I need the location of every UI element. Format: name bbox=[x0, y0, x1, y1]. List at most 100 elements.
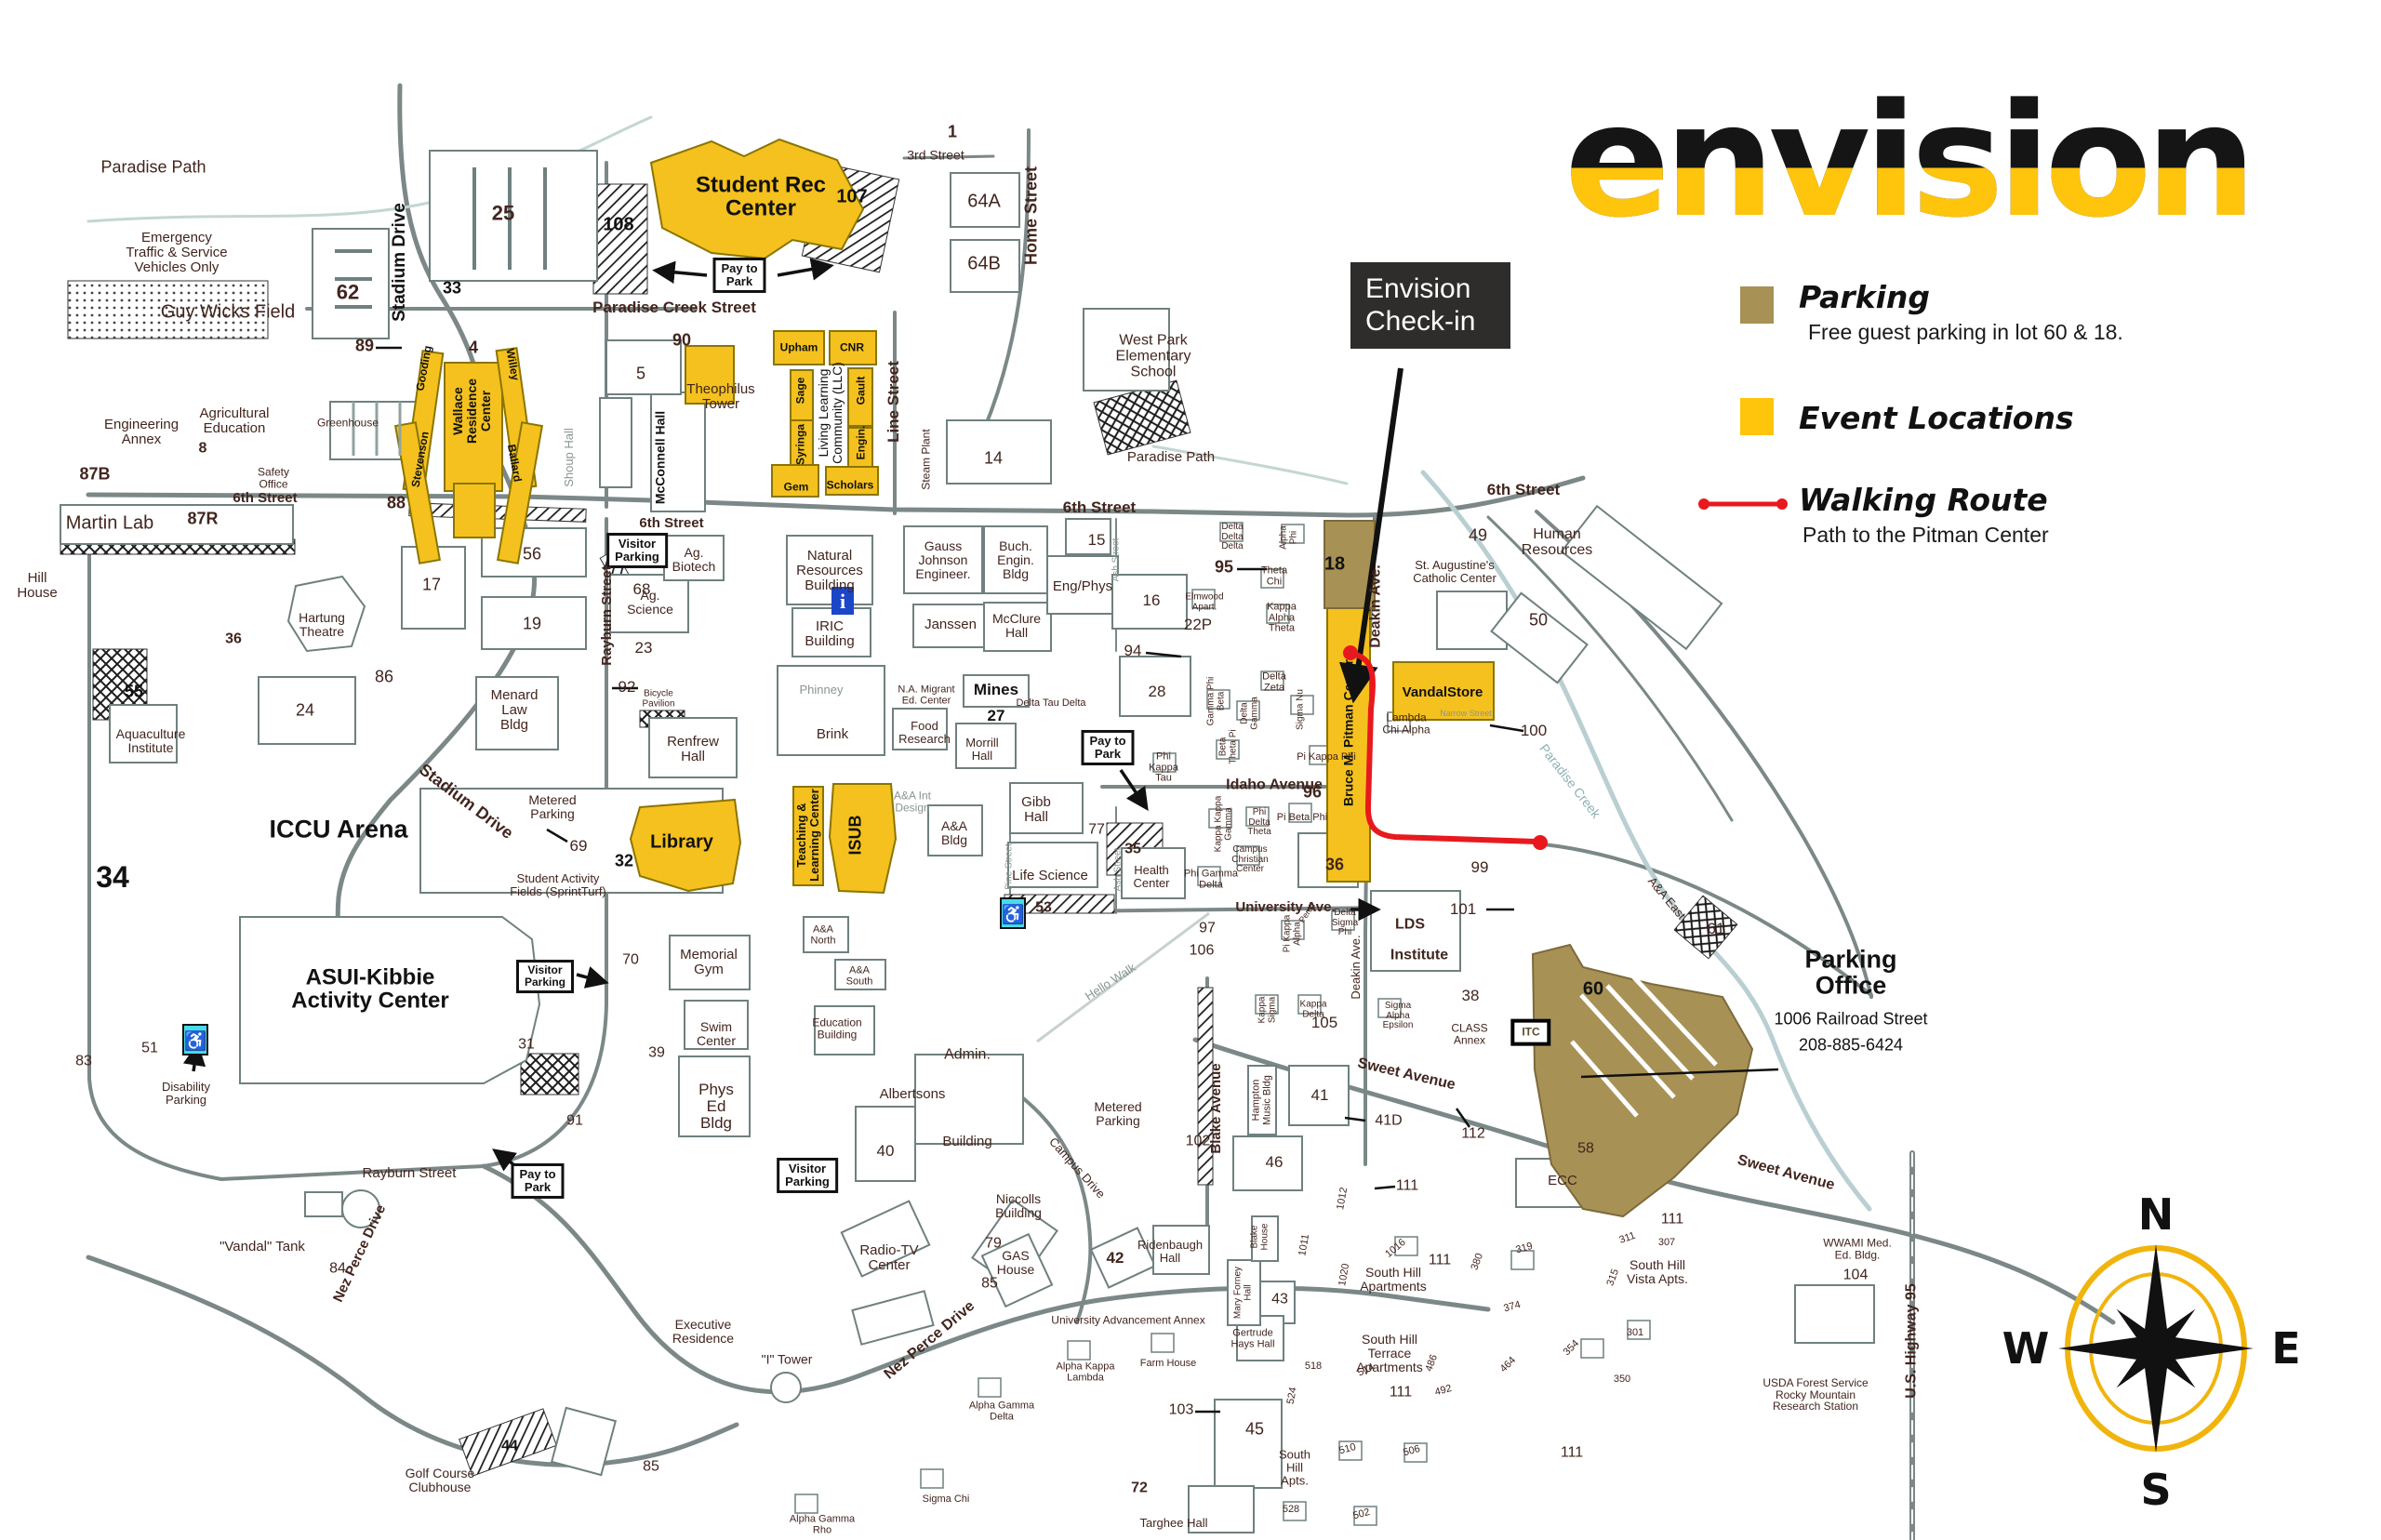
building-outline bbox=[914, 1054, 1024, 1145]
hatched-area bbox=[1093, 379, 1191, 456]
checkin-line2: Check-in bbox=[1365, 305, 1476, 337]
building-outline bbox=[834, 959, 886, 990]
building-outline bbox=[669, 935, 751, 990]
street-path bbox=[86, 475, 1586, 518]
building-outline-small bbox=[1206, 689, 1230, 710]
building-outline-small bbox=[1394, 1236, 1418, 1256]
street-path bbox=[973, 128, 1031, 458]
leader-line bbox=[546, 828, 568, 843]
building-outline bbox=[803, 916, 849, 953]
decor-line bbox=[352, 402, 402, 456]
building-outline bbox=[903, 525, 983, 594]
leader-line bbox=[1489, 724, 1524, 733]
building-outline bbox=[770, 1372, 802, 1403]
building-outline bbox=[851, 1290, 935, 1346]
hatched-area bbox=[67, 280, 269, 339]
event-building bbox=[393, 421, 442, 564]
building-outline-small bbox=[1331, 910, 1355, 931]
building-outline bbox=[1152, 1225, 1210, 1275]
leader-lines bbox=[376, 346, 1779, 1414]
pointer-arrow bbox=[576, 966, 609, 989]
compass-star-cardinal bbox=[2058, 1244, 2254, 1453]
decor-line bbox=[1631, 975, 1718, 1067]
building-outline bbox=[927, 804, 983, 856]
building-outline bbox=[1188, 1485, 1255, 1533]
building-outline bbox=[1232, 1135, 1303, 1191]
street-path bbox=[1151, 445, 1349, 485]
decor-line bbox=[335, 249, 372, 309]
building-outline-small bbox=[1353, 1506, 1377, 1526]
event-legend-swatch bbox=[1740, 398, 1774, 435]
building-outline bbox=[312, 228, 390, 339]
event-building bbox=[828, 783, 898, 895]
parking-legend-sub: Free guest parking in lot 60 & 18. bbox=[1808, 320, 2123, 344]
leader-line bbox=[1455, 1108, 1471, 1128]
building-outline bbox=[1251, 1215, 1279, 1262]
building-outline bbox=[1007, 842, 1098, 888]
parking-office-title: Parking Office bbox=[1804, 945, 1897, 1000]
street-path bbox=[973, 1066, 1093, 1324]
compass-north-label: N bbox=[2138, 1189, 2175, 1240]
event-building bbox=[496, 421, 544, 564]
building-outline bbox=[791, 607, 871, 657]
building-outline bbox=[1065, 518, 1111, 555]
building-outline-small bbox=[1219, 522, 1244, 542]
building-outline bbox=[109, 704, 178, 763]
event-building bbox=[773, 330, 825, 365]
building-outline bbox=[1083, 308, 1170, 392]
pointer-arrow bbox=[492, 1148, 523, 1172]
building-outline bbox=[1214, 1399, 1283, 1489]
building-outline bbox=[777, 665, 885, 756]
building-outline bbox=[678, 1055, 751, 1137]
building-outline bbox=[648, 717, 738, 778]
building-outline bbox=[1436, 591, 1508, 650]
street-path bbox=[86, 115, 653, 223]
building-outline-small bbox=[1260, 568, 1284, 589]
building-outline bbox=[1560, 504, 1723, 651]
building-outline bbox=[1370, 890, 1461, 972]
parking-legend-swatch bbox=[1740, 286, 1774, 324]
route-legend-sub: Path to the Pitman Center bbox=[1802, 523, 2049, 547]
building-outline bbox=[1247, 1065, 1277, 1135]
building-outline-small bbox=[1151, 1333, 1175, 1353]
building-outline-small bbox=[920, 1468, 944, 1489]
building-outline bbox=[258, 676, 356, 745]
building-outline bbox=[60, 504, 294, 545]
compass-east-label: E bbox=[2271, 1323, 2300, 1374]
decor-line bbox=[1036, 911, 1210, 1043]
building-outline-small bbox=[1266, 604, 1290, 624]
building-outline bbox=[1119, 656, 1191, 717]
building-outline bbox=[1794, 1284, 1875, 1344]
event-building bbox=[792, 786, 824, 886]
building-outline bbox=[892, 708, 948, 750]
event-building bbox=[629, 798, 742, 893]
building-outline-small bbox=[1260, 670, 1284, 691]
hatched-area bbox=[592, 183, 648, 295]
leader-line bbox=[1145, 651, 1182, 658]
building-outline bbox=[684, 1000, 749, 1050]
compass-rose: N S W E bbox=[2002, 1189, 2301, 1515]
building-outline bbox=[1121, 847, 1186, 899]
building-outline bbox=[1111, 574, 1188, 630]
building-outline bbox=[1227, 1259, 1261, 1326]
parking-office-phone: 208-885-6424 bbox=[1798, 1035, 1904, 1055]
outline-buildings bbox=[60, 150, 1875, 1533]
building-outline bbox=[286, 575, 366, 653]
building-outline bbox=[429, 150, 598, 282]
building-outline bbox=[239, 916, 541, 1084]
envision-logo-gold: envision bbox=[1564, 70, 2251, 252]
hatched-area bbox=[1197, 987, 1214, 1186]
building-outline bbox=[946, 419, 1052, 485]
event-building bbox=[825, 466, 879, 496]
building-outline bbox=[341, 1189, 380, 1228]
handicap-icon-glyph: ♿ bbox=[184, 1029, 207, 1052]
building-outline bbox=[304, 1191, 343, 1217]
envision-checkin-callout: Envision Check-in bbox=[1350, 262, 1510, 349]
building-outline bbox=[963, 674, 1030, 708]
building-outline-small bbox=[1580, 1338, 1604, 1359]
info-icon-glyph: i bbox=[840, 590, 845, 613]
building-outline-small bbox=[1297, 994, 1322, 1015]
building-outline bbox=[663, 535, 725, 581]
building-outline bbox=[1288, 1065, 1350, 1126]
